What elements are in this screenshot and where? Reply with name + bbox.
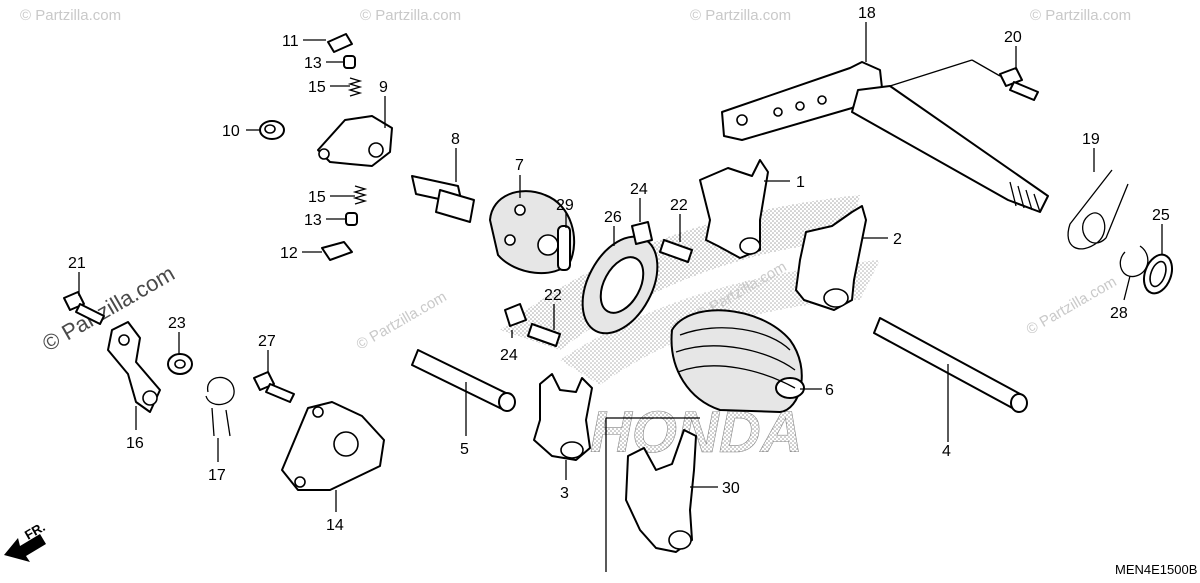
- callout-18[interactable]: 18: [858, 5, 876, 22]
- callout-28[interactable]: 28: [1110, 305, 1128, 322]
- leader-lines: [78, 22, 1163, 572]
- part-28-circlip: [1119, 245, 1149, 278]
- part-5-shaft: [411, 349, 516, 412]
- callout-17[interactable]: 17: [208, 467, 226, 484]
- diagram-code: MEN4E1500B: [1115, 562, 1197, 577]
- part-18-shift-spindle: [721, 61, 1049, 213]
- part-15-spring-bottom: [352, 185, 368, 205]
- watermark-top-right: © Partzilla.com: [1030, 7, 1131, 24]
- front-direction-indicator: FR.: [4, 519, 48, 562]
- part-14-plate: [281, 401, 385, 491]
- callout-9[interactable]: 9: [379, 79, 388, 96]
- callouts: 11 13 15 9 10 15 13 12 8 7 29 26 24 22 2…: [68, 5, 1170, 534]
- callout-7[interactable]: 7: [515, 157, 524, 174]
- callout-13-bottom[interactable]: 13: [304, 212, 322, 229]
- callout-14[interactable]: 14: [326, 517, 344, 534]
- part-17-spring: [205, 376, 235, 437]
- part-24-plate-bottom: [504, 303, 527, 327]
- part-12-cap: [321, 241, 353, 261]
- part-3-shift-fork: [533, 373, 593, 461]
- front-label: FR.: [22, 519, 48, 542]
- callout-20[interactable]: 20: [1004, 29, 1022, 46]
- watermark-top-center-right: © Partzilla.com: [690, 7, 791, 24]
- callout-5[interactable]: 5: [460, 441, 469, 458]
- part-20-bolt: [999, 67, 1039, 101]
- part-1-shift-fork: [699, 159, 769, 259]
- callout-10[interactable]: 10: [222, 123, 240, 140]
- part-13-collar-top: [343, 55, 356, 69]
- watermark-top-center-left: © Partzilla.com: [360, 7, 461, 24]
- part-13-collar-bottom: [345, 212, 358, 226]
- callout-23[interactable]: 23: [168, 315, 186, 332]
- callout-24-bottom[interactable]: 24: [500, 347, 518, 364]
- callout-30[interactable]: 30: [722, 480, 740, 497]
- part-11-cap: [327, 33, 353, 53]
- part-6-shift-drum: [670, 309, 805, 413]
- watermark-middle-center: © Partzilla.com: [354, 288, 450, 353]
- callout-12[interactable]: 12: [280, 245, 298, 262]
- part-10-grommet: [259, 120, 285, 140]
- callout-13-top[interactable]: 13: [304, 55, 322, 72]
- callout-22-top[interactable]: 22: [670, 197, 688, 214]
- front-arrow-icon: [4, 534, 46, 562]
- part-16-arm: [107, 321, 161, 413]
- part-27-bolt: [253, 371, 295, 403]
- part-24-plate-top: [631, 221, 653, 245]
- callout-1[interactable]: 1: [796, 174, 805, 191]
- part-22-bolt-top: [659, 239, 693, 263]
- part-29-pin: [557, 225, 571, 271]
- part-26-bearing: [581, 235, 659, 335]
- part-23-washer: [167, 353, 193, 375]
- callout-16[interactable]: 16: [126, 435, 144, 452]
- callout-4[interactable]: 4: [942, 443, 951, 460]
- callout-3[interactable]: 3: [560, 485, 569, 502]
- part-19-spring: [1067, 169, 1129, 250]
- callout-11[interactable]: 11: [282, 33, 299, 50]
- callout-27[interactable]: 27: [258, 333, 276, 350]
- callout-24-top[interactable]: 24: [630, 181, 648, 198]
- callout-2[interactable]: 2: [893, 231, 902, 248]
- part-21-bolt: [63, 291, 105, 325]
- part-25-washer: [1142, 253, 1174, 295]
- part-8-bolt: [411, 175, 475, 223]
- watermark-top-left: © Partzilla.com: [20, 7, 121, 24]
- part-2-shift-fork: [795, 205, 867, 311]
- part-9-stopper-arm: [317, 115, 393, 167]
- part-4-shaft: [873, 317, 1028, 413]
- part-15-spring-top: [347, 77, 363, 97]
- callout-26[interactable]: 26: [604, 209, 622, 226]
- callout-21[interactable]: 21: [68, 255, 86, 272]
- callout-19[interactable]: 19: [1082, 131, 1100, 148]
- watermark-left-rotated: © Partzilla.com: [38, 261, 179, 357]
- callout-22-bottom[interactable]: 22: [544, 287, 562, 304]
- part-7-drum-center: [489, 190, 576, 275]
- callout-29[interactable]: 29: [556, 197, 574, 214]
- part-22-bolt-bottom: [527, 323, 561, 347]
- callout-25[interactable]: 25: [1152, 207, 1170, 224]
- callout-6[interactable]: 6: [825, 382, 834, 399]
- callout-15-bottom[interactable]: 15: [308, 189, 326, 206]
- callout-8[interactable]: 8: [451, 131, 460, 148]
- callout-15-top[interactable]: 15: [308, 79, 326, 96]
- part-30-shift-fork: [625, 429, 697, 553]
- watermark-middle-right: © Partzilla.com: [1024, 273, 1120, 338]
